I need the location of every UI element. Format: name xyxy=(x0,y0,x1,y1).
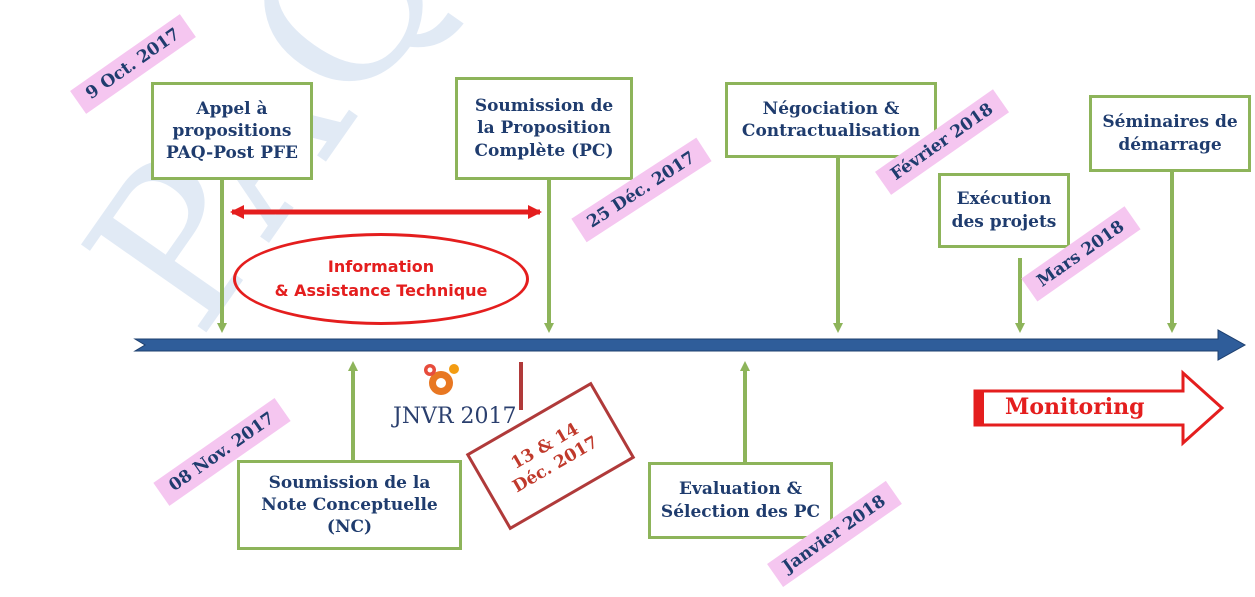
step-negociation: Négociation & Contractualisation xyxy=(725,82,937,158)
monitoring-arrow-tail xyxy=(975,391,984,425)
step-soumission-pc: Soumission de la Proposition Complète (P… xyxy=(455,77,633,180)
jnvr-logo-text: JNVR 2017 xyxy=(393,404,517,429)
monitoring-arrow xyxy=(973,369,1225,447)
step-evaluation: Evaluation & Sélection des PC xyxy=(648,462,833,539)
step-seminaires: Séminaires de démarrage xyxy=(1089,95,1251,172)
timeline-arrow xyxy=(133,329,1247,361)
step-appel: Appel à propositions PAQ-Post PFE xyxy=(151,82,313,180)
step-execution: Exécution des projets xyxy=(938,173,1070,248)
gear-icon xyxy=(424,364,459,395)
info-assistance-ellipse: Information & Assistance Technique xyxy=(233,233,529,325)
step-soumission-nc: Soumission de la Note Conceptuelle (NC) xyxy=(237,460,462,550)
monitoring-label: Monitoring xyxy=(1005,394,1145,420)
